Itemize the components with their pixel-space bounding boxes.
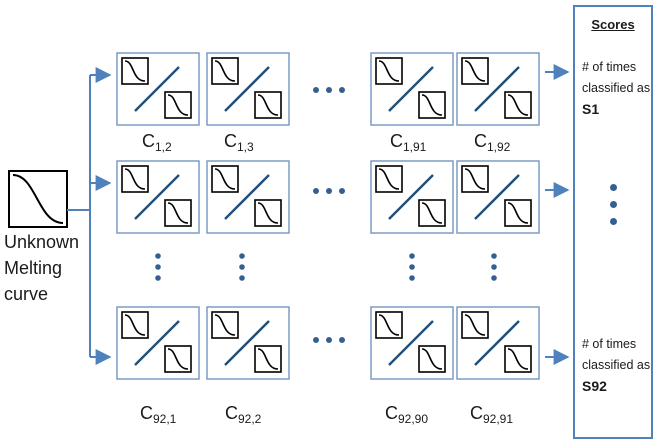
divider-line — [474, 66, 520, 112]
classifier-box — [370, 306, 454, 380]
melting-curve-icon — [504, 199, 532, 227]
input-label-line-3: curve — [4, 284, 49, 304]
divider-line — [224, 66, 270, 112]
score-s1-label: S1 — [582, 101, 600, 117]
unknown-curve-icon — [8, 170, 68, 228]
classifier-label: C1,91 — [390, 131, 427, 154]
melting-curve-icon — [418, 345, 446, 373]
melting-curve-icon — [504, 91, 532, 119]
melting-curve-icon — [375, 57, 403, 85]
classifier-label: C1,2 — [142, 131, 172, 154]
score-s92: # of times classified as S92 — [582, 334, 654, 398]
column-3-vertical-ellipsis — [409, 253, 415, 281]
column-1-vertical-ellipsis — [155, 253, 161, 281]
column-4-vertical-ellipsis — [491, 253, 497, 281]
classifier-box — [116, 160, 200, 234]
input-label: Unknown Melting curve — [4, 229, 79, 307]
classifier-box — [456, 160, 540, 234]
classifier-box — [206, 306, 290, 380]
input-label-line-2: Melting — [4, 258, 63, 278]
melting-curve-icon — [418, 91, 446, 119]
score-s92-text: # of times classified as — [582, 337, 651, 372]
score-s92-label: S92 — [582, 378, 607, 394]
divider-line — [388, 174, 434, 220]
classifier-box — [206, 160, 290, 234]
melting-curve-icon — [211, 311, 239, 339]
divider-line — [224, 174, 270, 220]
melting-curve-icon — [375, 311, 403, 339]
divider-line — [388, 320, 434, 366]
melting-curve-icon — [164, 199, 192, 227]
score-s1: # of times classified as S1 — [582, 57, 654, 121]
classifier-box — [206, 52, 290, 126]
divider-line — [474, 320, 520, 366]
classifier-box — [456, 306, 540, 380]
melting-curve-icon — [504, 345, 532, 373]
melting-curve-icon — [121, 165, 149, 193]
melting-curve-icon — [121, 311, 149, 339]
melting-curve-icon — [164, 345, 192, 373]
row-1-ellipsis — [313, 87, 345, 93]
melting-curve-icon — [418, 199, 446, 227]
column-2-vertical-ellipsis — [239, 253, 245, 281]
input-label-line-1: Unknown — [4, 232, 80, 252]
melting-curve-icon — [121, 57, 149, 85]
classifier-label: C92,2 — [225, 403, 262, 426]
scores-ellipsis-dot — [610, 218, 617, 225]
melting-curve-icon — [461, 165, 489, 193]
melting-curve-icon — [461, 311, 489, 339]
classifier-box — [370, 160, 454, 234]
scores-ellipsis-dot — [610, 201, 617, 208]
melting-curve-icon — [211, 57, 239, 85]
melting-curve-icon — [211, 165, 239, 193]
classifier-box — [116, 306, 200, 380]
scores-ellipsis-dot — [610, 184, 617, 191]
classifier-box — [456, 52, 540, 126]
classifier-box — [370, 52, 454, 126]
scores-title: Scores — [591, 17, 635, 32]
row-3-ellipsis — [313, 337, 345, 343]
melting-curve-icon — [164, 91, 192, 119]
classifier-box — [116, 52, 200, 126]
classifier-label: C92,1 — [140, 403, 177, 426]
divider-line — [134, 174, 180, 220]
divider-line — [474, 174, 520, 220]
classifier-label: C1,92 — [474, 131, 511, 154]
melting-curve-icon — [254, 199, 282, 227]
score-s1-text: # of times classified as — [582, 60, 651, 95]
row-2-ellipsis — [313, 188, 345, 194]
melting-curve-icon — [254, 345, 282, 373]
scores-panel: Scores # of times classified as S1 # of … — [573, 5, 653, 439]
melting-curve-icon — [461, 57, 489, 85]
classifier-grid — [116, 52, 540, 380]
divider-line — [134, 320, 180, 366]
melting-curve-icon — [254, 91, 282, 119]
divider-line — [224, 320, 270, 366]
classifier-label: C1,3 — [224, 131, 254, 154]
classifier-label: C92,90 — [385, 403, 429, 426]
melting-curve-icon — [375, 165, 403, 193]
classifier-label: C92,91 — [470, 403, 514, 426]
divider-line — [388, 66, 434, 112]
divider-line — [134, 66, 180, 112]
